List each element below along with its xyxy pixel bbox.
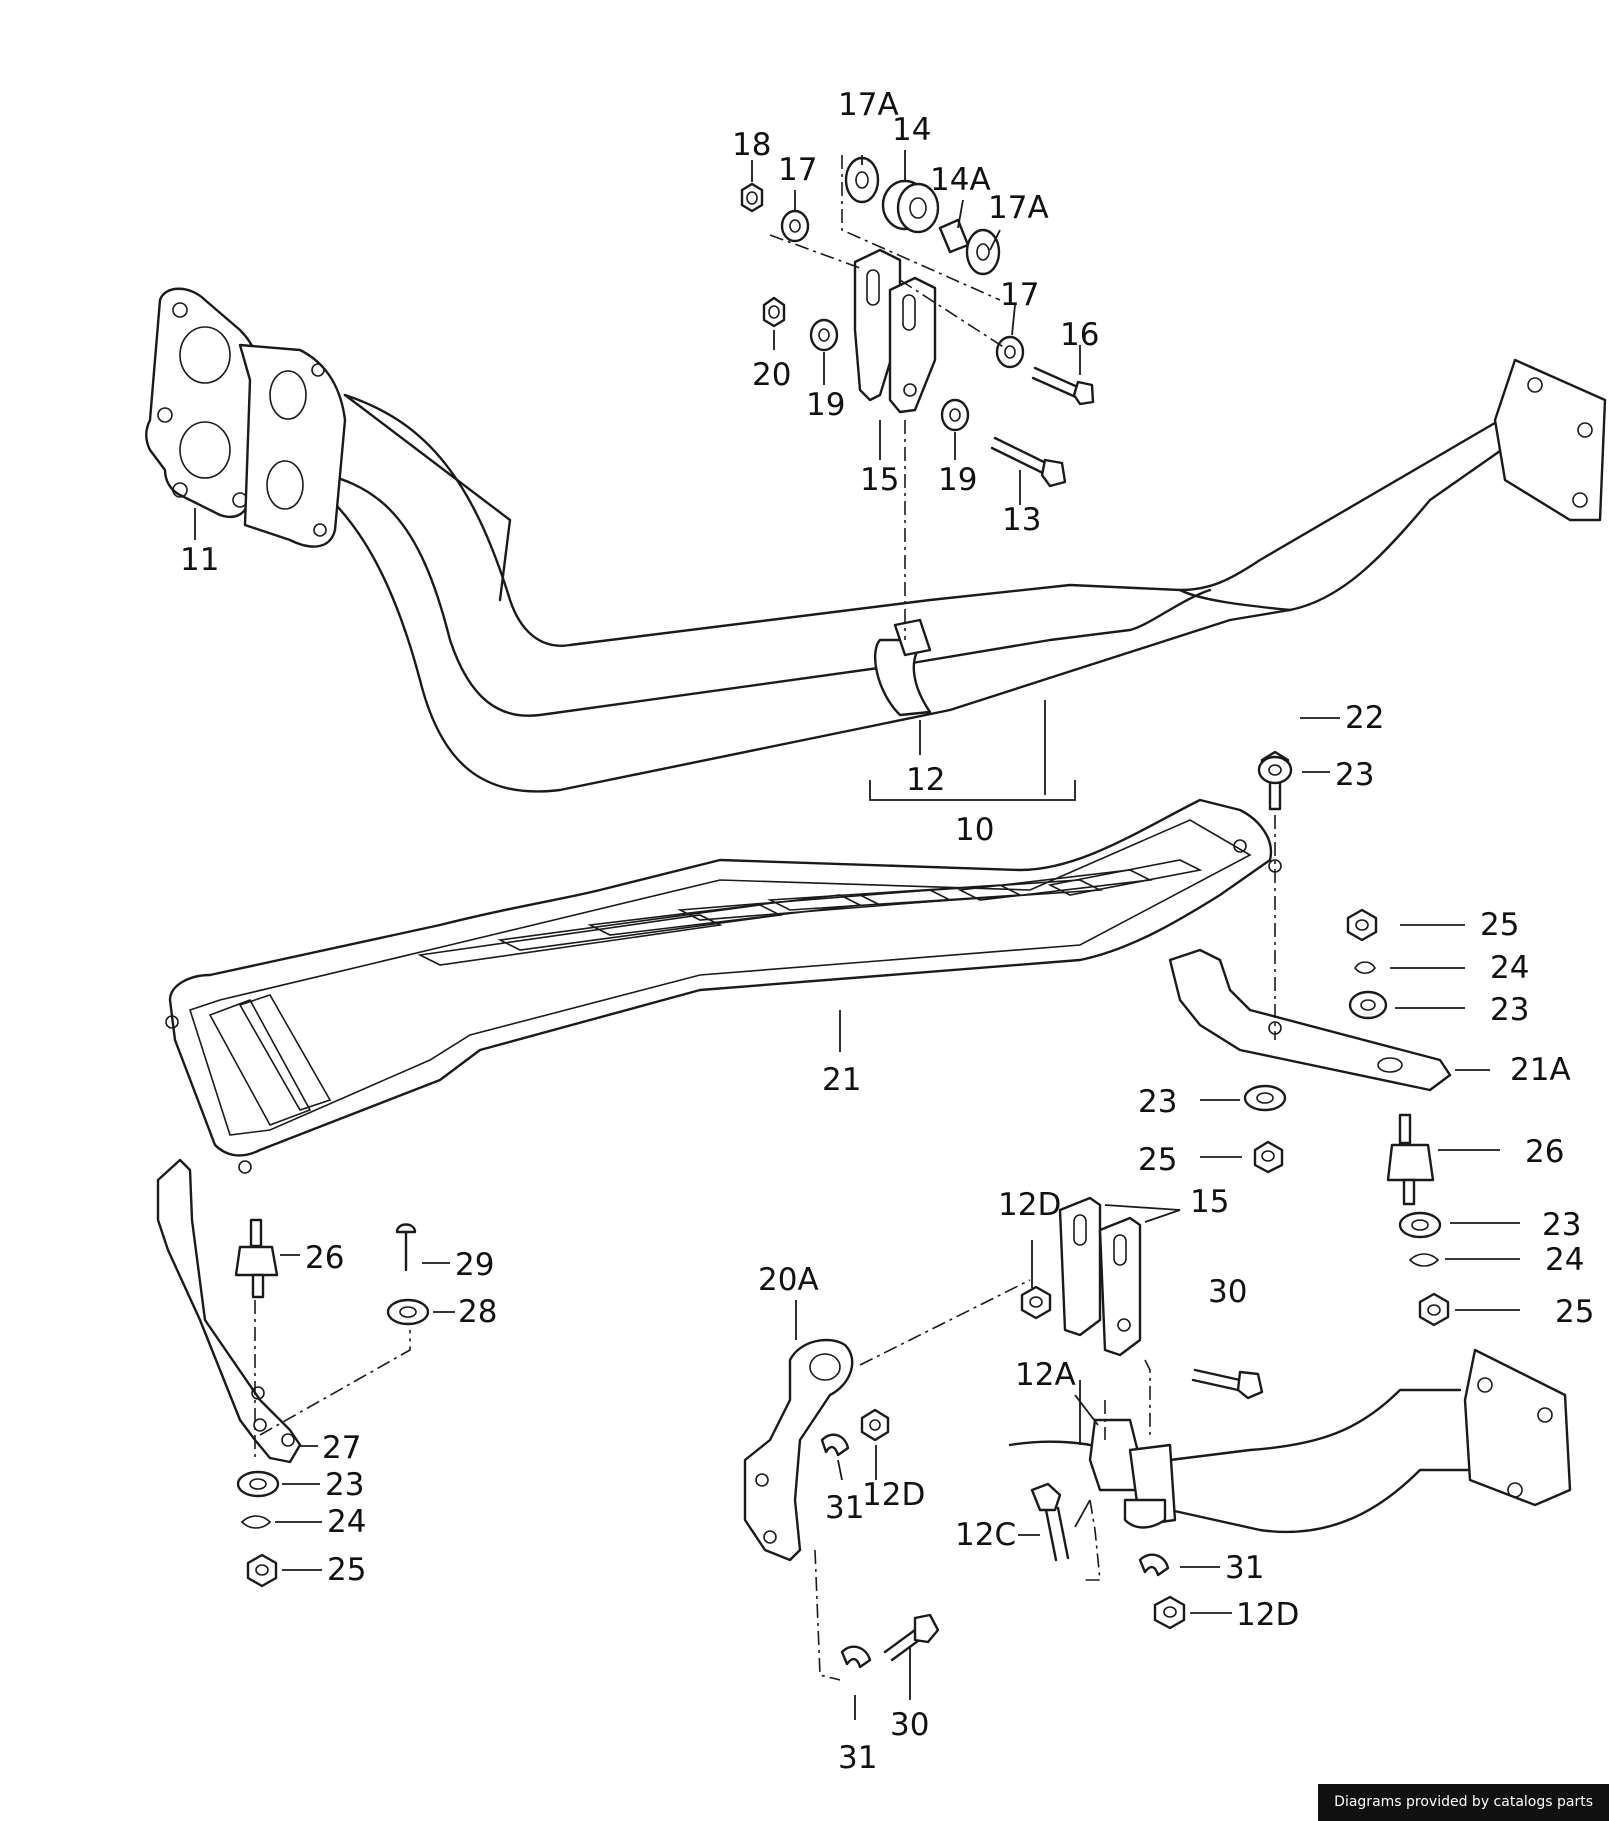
callout-18: 18	[732, 127, 771, 163]
heat-shield	[165, 798, 1282, 1174]
callout-28: 28	[458, 1294, 497, 1330]
callout-16: 16	[1060, 317, 1099, 353]
callout-labels: 17A 14 18 17 14A 17A 17 16 20 19 15 19 1…	[180, 87, 1594, 1776]
callout-21: 21	[822, 1062, 861, 1098]
right-hardware	[1243, 750, 1450, 1327]
leader-lines	[194, 150, 1520, 1720]
callout-25-d: 25	[327, 1552, 366, 1588]
callout-14a: 14A	[930, 162, 991, 198]
callout-12a: 12A	[1015, 1357, 1076, 1393]
callout-23-d: 23	[1542, 1207, 1581, 1243]
callout-21a: 21A	[1510, 1052, 1571, 1088]
callout-25-c: 25	[1555, 1294, 1594, 1330]
callout-12d-bottom: 12D	[1236, 1597, 1299, 1633]
callout-31-bottom: 31	[838, 1740, 877, 1776]
callout-17a-right: 17A	[988, 190, 1049, 226]
top-hardware	[740, 156, 1095, 488]
callout-12: 12	[906, 762, 945, 798]
callout-15-bottom: 15	[1190, 1184, 1229, 1220]
dashed-center-lines	[254, 155, 1276, 1681]
callout-14: 14	[892, 112, 931, 148]
callout-12d-top: 12D	[998, 1187, 1061, 1223]
heat-shield-bracket	[1168, 948, 1452, 1092]
callout-29: 29	[455, 1247, 494, 1283]
callout-23-e: 23	[325, 1467, 364, 1503]
callout-17-mid: 17	[1000, 277, 1039, 313]
callout-19-left: 19	[806, 387, 845, 423]
callout-31-right: 31	[1225, 1550, 1264, 1586]
callout-12d-mid: 12D	[862, 1477, 925, 1513]
callout-10: 10	[955, 812, 994, 848]
callout-31-mid: 31	[825, 1490, 864, 1526]
callout-15-top: 15	[860, 462, 899, 498]
callout-24-a: 24	[1490, 950, 1529, 986]
callout-12c: 12C	[955, 1517, 1016, 1553]
callout-17a: 17A	[838, 87, 899, 123]
left-hardware	[234, 1218, 430, 1588]
callout-30-top: 30	[1208, 1274, 1247, 1310]
callout-17: 17	[778, 152, 817, 188]
front-exhaust-pipe	[145, 287, 1607, 793]
callout-24-b: 24	[1545, 1242, 1584, 1278]
diagram-credit-banner: Diagrams provided by catalogs parts	[1318, 1784, 1609, 1821]
callout-26-right: 26	[1525, 1134, 1564, 1170]
callout-26-left: 26	[305, 1240, 344, 1276]
rear-pipe	[1008, 1348, 1572, 1534]
callout-19-right: 19	[938, 462, 977, 498]
callout-11: 11	[180, 542, 219, 578]
callout-20: 20	[752, 357, 791, 393]
callout-22: 22	[1345, 700, 1384, 736]
callout-23-a: 23	[1335, 757, 1374, 793]
callout-23-b: 23	[1490, 992, 1529, 1028]
callout-30-bottom: 30	[890, 1707, 929, 1743]
callout-25-b: 25	[1138, 1142, 1177, 1178]
callout-13: 13	[1002, 502, 1041, 538]
callout-24-c: 24	[327, 1504, 366, 1540]
rear-brackets	[743, 1196, 1142, 1562]
callout-27: 27	[322, 1430, 361, 1466]
left-bracket	[156, 1158, 302, 1464]
hanger-bracket-top	[853, 248, 937, 414]
rear-hardware	[820, 1285, 1264, 1669]
callout-23-c: 23	[1138, 1084, 1177, 1120]
callout-20a: 20A	[758, 1262, 819, 1298]
callout-25-a: 25	[1480, 907, 1519, 943]
